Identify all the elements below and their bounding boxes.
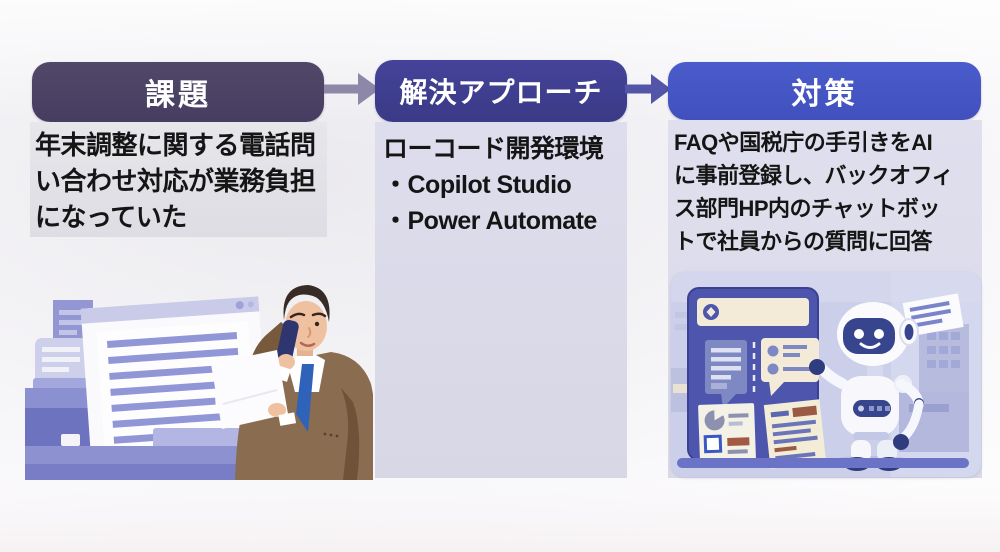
chatbot-robot-illustration [671, 272, 981, 477]
arrow-right-icon [324, 73, 380, 105]
measures-text-line: ス部門HP内のチャットボッ [674, 196, 940, 221]
measures-body-text: FAQや国税庁の手引きをAI に事前登録し、バックオフィ ス部門HP内のチャット… [674, 126, 980, 258]
issue-text-line: になっていた [35, 202, 187, 232]
measures-text-line: FAQや国税庁の手引きをAI [674, 130, 933, 155]
approach-text-line: ・Copilot Studio [383, 171, 572, 199]
arrow-right-icon [625, 74, 671, 104]
receipt-document [763, 399, 827, 469]
businessman-phone-call-illustration [25, 285, 373, 480]
measures-text-line: に事前登録し、バックオフィ [674, 163, 954, 188]
measures-header: 対策 [668, 62, 981, 120]
businessman [211, 285, 373, 480]
approach-text-line: ・Power Automate [383, 207, 597, 235]
measures-text-line: トで社員からの質問に回答 [674, 229, 933, 254]
issue-panel [30, 122, 327, 237]
issue-body-text: 年末調整に関する電話問 い合わせ対応が業務負担 になっていた [35, 127, 323, 235]
approach-text-line: ローコード開発環境 [383, 135, 604, 163]
approach-header: 解決アプローチ [375, 60, 627, 122]
issue-text-line: 年末調整に関する電話問 [35, 130, 316, 160]
approach-panel [375, 122, 627, 478]
issue-text-line: い合わせ対応が業務負担 [35, 166, 316, 196]
phone-icon [275, 319, 299, 367]
issue-header: 課題 [32, 62, 324, 122]
document-window-illustration [80, 296, 269, 459]
approach-body-text: ローコード開発環境 ・Copilot Studio ・Power Automat… [383, 131, 625, 239]
